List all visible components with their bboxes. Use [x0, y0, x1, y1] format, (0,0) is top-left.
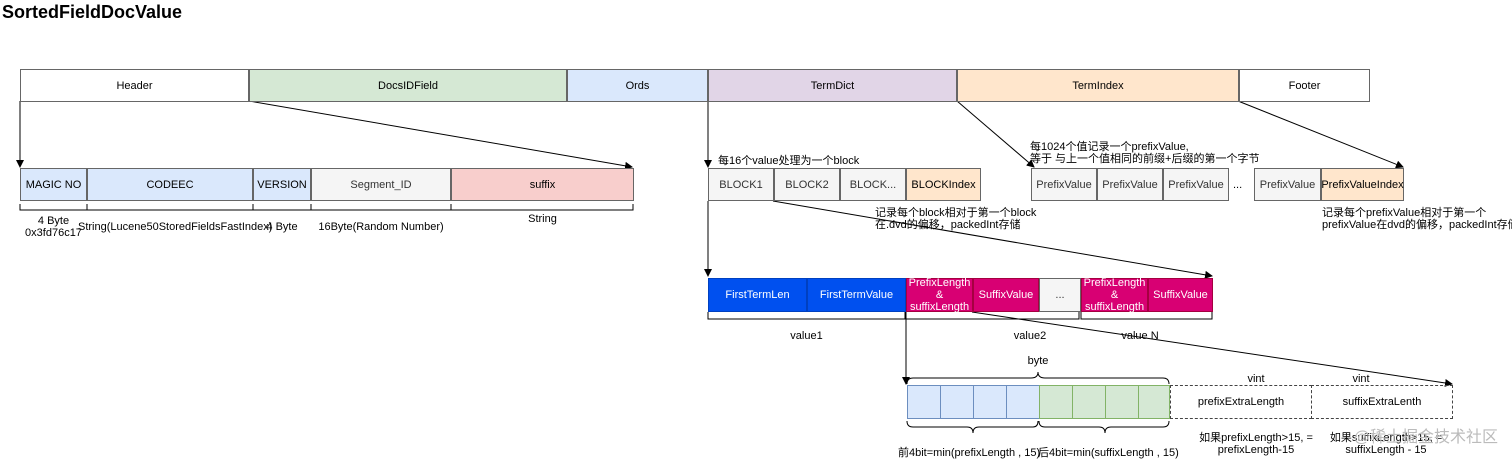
prefixvalue-ellipsis: ... [1233, 179, 1243, 191]
prefixvalueindex-note: 记录每个prefixValue相对于第一个 prefixValue在dvd的偏移… [1322, 207, 1512, 231]
prefix-bit-brace [906, 420, 1039, 434]
prefix-bit-label: 前4bit=min(prefixLength , 15) [898, 447, 1041, 459]
termdict-segment: TermDict [708, 69, 957, 102]
block1-cell: BLOCK1 [708, 168, 774, 201]
value2-bracket [905, 312, 1080, 320]
suffix-bit-1 [1039, 385, 1073, 419]
prefix-suffix-length-cell-n: PrefixLength & suffixLength [1081, 277, 1148, 313]
termindex-segment: TermIndex [957, 69, 1239, 102]
version-cell: VERSION [253, 168, 311, 201]
version-size-label: 4 Byte [266, 221, 298, 233]
header-size-brackets [19, 204, 634, 211]
block2-cell: BLOCK2 [774, 168, 840, 201]
codec-cell: CODEEC [87, 168, 253, 201]
prefixvalue-cell-2: PrefixValue [1097, 168, 1163, 201]
suffix-size-label: String [528, 213, 557, 225]
prefix-bit-2 [940, 385, 974, 419]
suffix-cell: suffix [451, 168, 634, 201]
prefix-bit-3 [973, 385, 1007, 419]
byte-brace [906, 371, 1170, 385]
vint-label-2: vint [1352, 373, 1370, 385]
prefix-bit-4 [1006, 385, 1040, 419]
suffix-bit-2 [1072, 385, 1106, 419]
prefix-bit-1 [907, 385, 941, 419]
firsttermlen-cell: FirstTermLen [708, 278, 807, 312]
termindex-connector [956, 100, 1035, 168]
suffixvalue-cell-n: SuffixValue [1148, 278, 1213, 312]
suffix-extra-length-cell: suffixExtraLenth [1311, 385, 1453, 419]
valuen-bracket [1080, 312, 1213, 320]
blockindex-note: 记录每个block相对于第一个block 在.dvd的偏移，packedInt存… [875, 207, 1037, 231]
footer-connector [1237, 100, 1404, 169]
footer-segment: Footer [1239, 69, 1370, 102]
watermark: @稀土掘金技术社区 [1353, 429, 1498, 446]
byte-label: byte [1027, 355, 1049, 367]
suffix-bit-3 [1105, 385, 1139, 419]
prefixvalue-cell-3: PrefixValue [1163, 168, 1229, 201]
prefixvalue-cell-4: PrefixValue [1254, 168, 1321, 201]
header-segment: Header [20, 69, 249, 102]
docsidfield-segment: DocsIDField [249, 69, 567, 102]
detail-ellipsis-cell: ... [1039, 278, 1081, 312]
suffix-bit-4 [1138, 385, 1170, 419]
diagram-title: SortedFieldDocValue [2, 2, 183, 22]
suffix-extra-note: 如果suffixLength>15, = suffixLength - 15 [1329, 432, 1443, 456]
magic-no-cell: MAGIC NO [20, 168, 87, 201]
value2-label: value2 [1013, 330, 1047, 342]
segment-size-label: 16Byte(Random Number) [318, 221, 444, 233]
header-right-connector [248, 100, 633, 170]
suffix-bit-brace [1038, 420, 1170, 434]
prefix-right-connector [971, 311, 1453, 387]
value1-label: value1 [790, 330, 823, 342]
vint-label-1: vint [1247, 373, 1265, 385]
block-right-connector [772, 200, 1213, 279]
value1-bracket [707, 312, 906, 320]
prefix-extra-length-cell: prefixExtraLength [1170, 385, 1312, 419]
termindex-note: 每1024个值记录一个prefixValue, 等于 与上一个值相同的前缀+后缀… [1030, 141, 1260, 165]
valuen-label: value N [1121, 330, 1159, 342]
suffixvalue-cell: SuffixValue [973, 278, 1039, 312]
codec-size-label: String(Lucene50StoredFieldsFastIndex) [78, 221, 273, 233]
suffix-bit-label: 后4bit=min(suffixLength , 15) [1038, 447, 1179, 459]
blocks-note: 每16个value处理为一个block [718, 155, 860, 167]
ords-segment: Ords [567, 69, 708, 102]
prefixvalueindex-cell: PrefixValueIndex [1321, 168, 1404, 201]
prefix-suffix-length-cell: PrefixLength & suffixLength [906, 277, 973, 313]
prefix-extra-note: 如果prefixLength>15, = prefixLength-15 [1199, 432, 1313, 456]
prefixvalue-cell-1: PrefixValue [1031, 168, 1097, 201]
blockindex-cell: BLOCKIndex [906, 168, 981, 201]
magic-size-label: 4 Byte 0x3fd76c17 [25, 215, 82, 239]
segment-id-cell: Segment_ID [311, 168, 451, 201]
firsttermvalue-cell: FirstTermValue [807, 278, 906, 312]
block-more-cell: BLOCK... [840, 168, 906, 201]
